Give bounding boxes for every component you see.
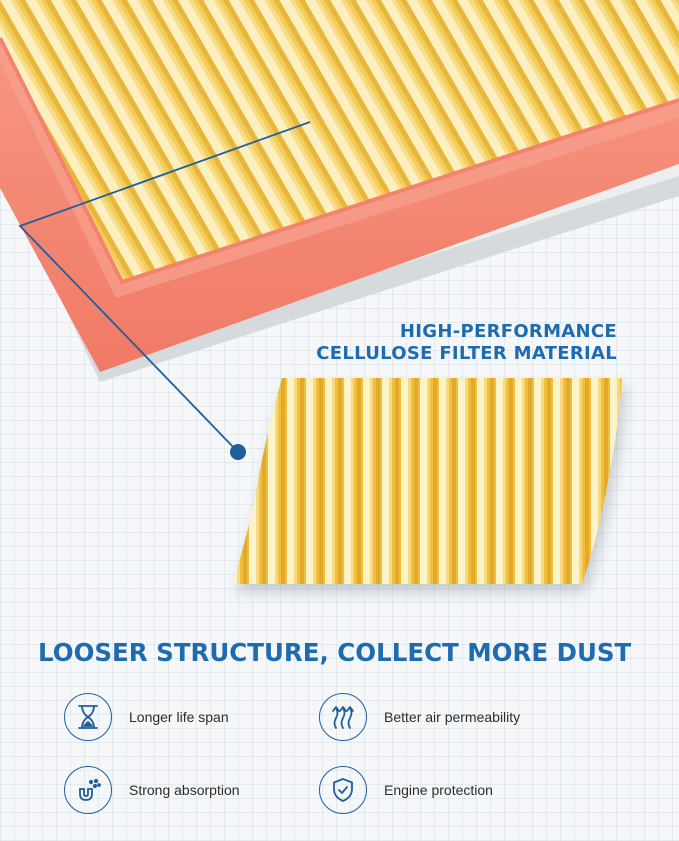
zoomed-pleat-panel [232,378,622,584]
feature-label: Better air permeability [384,709,521,725]
airflow-arrows-icon [319,693,367,741]
main-title: LOOSER STRUCTURE, COLLECT MORE DUST [38,638,632,667]
feature-air-permeability: Better air permeability [319,693,520,741]
hourglass-icon [64,693,112,741]
feature-label: Engine protection [384,782,493,798]
feature-engine-protection: Engine protection [319,766,493,814]
callout-heading-line1: HIGH-PERFORMANCE [399,321,617,342]
feature-label: Longer life span [129,709,229,725]
feature-longer-life-span: Longer life span [64,693,229,741]
callout-connector [18,121,311,460]
magnet-icon [64,766,112,814]
callout-heading-line2: CELLULOSE FILTER MATERIAL [316,343,617,364]
feature-label: Strong absorption [129,782,240,798]
filter-pleats [0,0,679,282]
shield-check-icon [319,766,367,814]
feature-strong-absorption: Strong absorption [64,766,240,814]
